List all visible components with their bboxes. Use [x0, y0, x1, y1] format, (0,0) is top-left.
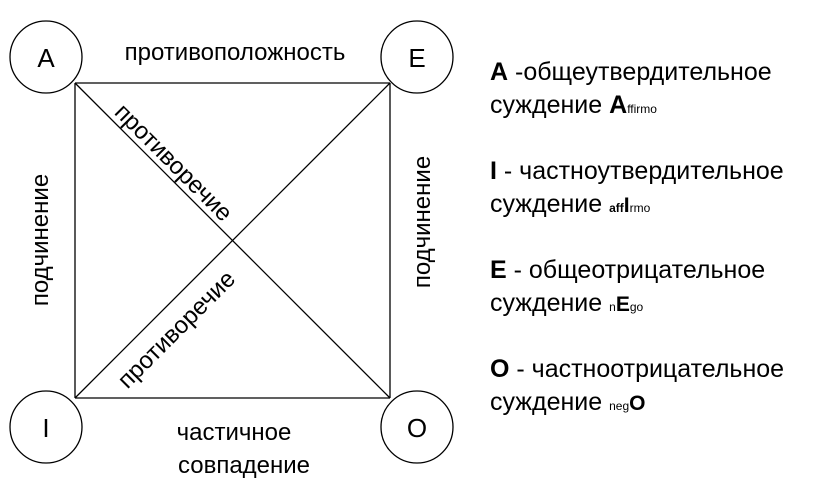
relation-label-right: подчинение	[409, 156, 436, 288]
legend-a-word: суждение	[490, 91, 610, 119]
legend-a-example-rest: ffirmo	[627, 102, 657, 116]
legend-i: I - частноутвердительное суждение affIrm…	[490, 155, 820, 225]
relation-label-bottom-line1: частичное	[177, 419, 292, 446]
relation-label-diagonal-2: противоречие	[113, 266, 241, 394]
legend-e-word: суждение	[490, 289, 610, 317]
corner-circle-o	[380, 390, 454, 464]
relation-label-diagonal-1: противоречие	[109, 99, 237, 227]
legend-e-letter: E	[490, 256, 507, 284]
legend-i-example-pre: aff	[609, 201, 624, 215]
legend-e-example-post: go	[629, 300, 644, 314]
relation-label-left: подчинение	[27, 174, 54, 306]
legend-e-desc: - общеотрицательное	[506, 256, 766, 284]
legend-o-desc: - частноотрицательное	[509, 355, 785, 383]
legend-i-example-post: rmo	[629, 201, 651, 215]
legend-a-desc: -общеутвердительное	[508, 58, 772, 86]
diagonal-i-e	[74, 82, 391, 399]
legend-e-example-big: E	[615, 293, 630, 316]
legend-i-word: суждение	[490, 190, 610, 218]
legend-o-word: суждение	[490, 388, 610, 416]
corner-label-a: A	[37, 43, 55, 73]
legend-i-letter: I	[490, 157, 497, 185]
legend-e: E - общеотрицательное суждение nEgo	[490, 254, 820, 324]
legend-a: A -общеутвердительное суждение Affirmo	[490, 56, 820, 126]
corner-label-e: E	[408, 43, 425, 73]
corner-label-i: I	[42, 413, 49, 443]
legend-o-letter: O	[490, 355, 510, 383]
relation-label-bottom-line2: совпадение	[178, 452, 310, 479]
legend-e-example-pre: n	[609, 300, 616, 314]
corner-circle-i	[9, 390, 83, 464]
legend-i-desc: - частноутвердительное	[496, 157, 784, 185]
legend-a-letter: A	[490, 58, 509, 86]
corner-circle-a	[9, 20, 83, 94]
legend-i-example-big: I	[623, 194, 630, 217]
legend-o-example-big: O	[629, 392, 646, 415]
legend-o: O - частноотрицательное суждение negO	[490, 353, 820, 423]
legend-o-example-pre: neg	[609, 399, 630, 413]
corner-label-o: O	[407, 413, 427, 443]
relation-label-top: противоположность	[125, 39, 346, 66]
legend-a-example-big: A	[609, 91, 628, 119]
corner-circle-e	[380, 20, 454, 94]
